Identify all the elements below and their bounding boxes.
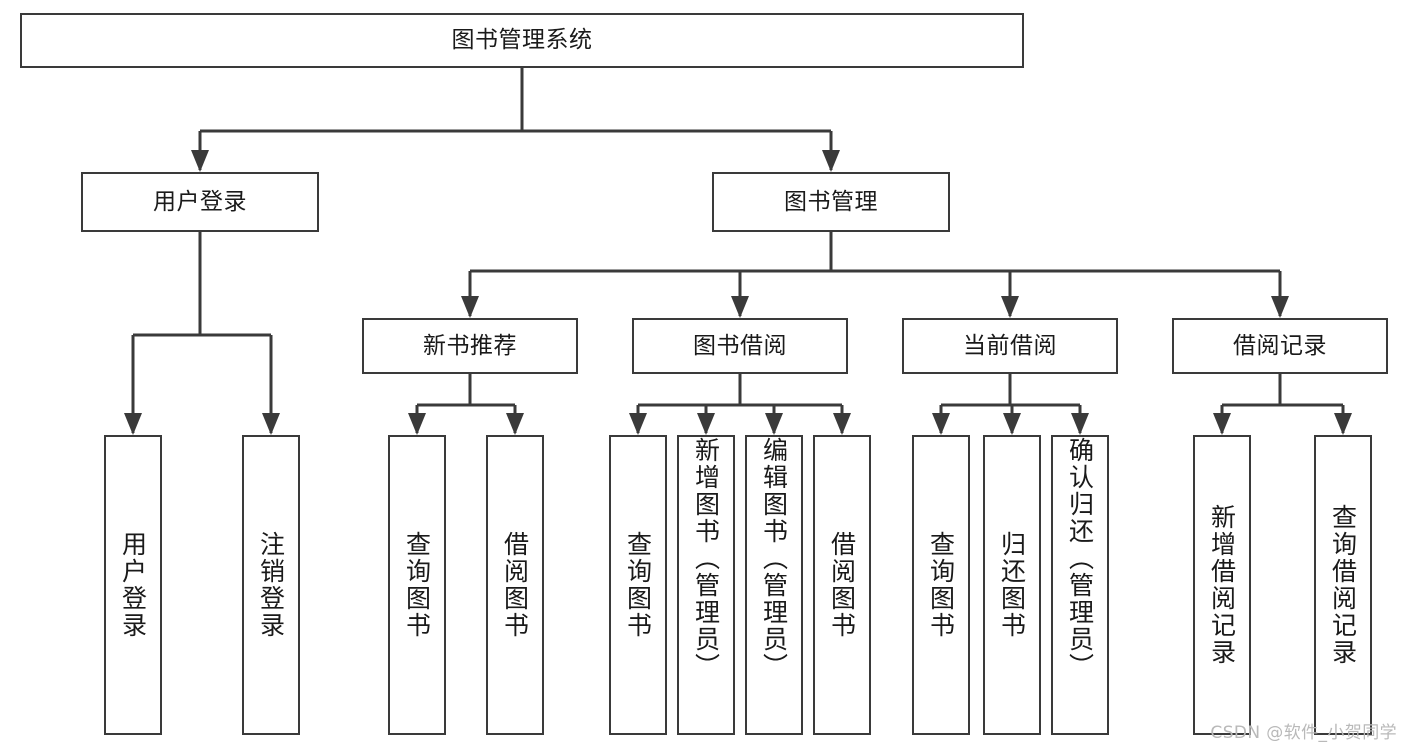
node-leaf-borrow-book-2[interactable]: 借阅图书 xyxy=(813,435,871,735)
node-leaf-add-borrow-record[interactable]: 新增借阅记录 xyxy=(1193,435,1251,735)
node-label-book-management: 图书管理 xyxy=(784,188,878,215)
node-label-leaf-borrow-book-1: 借阅图书 xyxy=(500,531,530,639)
node-label-leaf-add-book-admin: 新增图书（管理员） xyxy=(691,437,721,680)
node-label-leaf-user-login: 用户登录 xyxy=(118,531,148,639)
csdn-watermark: CSDN @软件_小贺同学 xyxy=(1210,723,1397,743)
node-label-user-login: 用户登录 xyxy=(153,188,247,215)
node-label-leaf-confirm-return-admin: 确认归还（管理员） xyxy=(1065,437,1095,680)
node-label-new-book-recommend: 新书推荐 xyxy=(423,332,517,359)
node-label-current-borrow: 当前借阅 xyxy=(963,332,1057,359)
node-leaf-query-book-2[interactable]: 查询图书 xyxy=(609,435,667,735)
node-book-management[interactable]: 图书管理 xyxy=(712,172,950,232)
node-leaf-return-book[interactable]: 归还图书 xyxy=(983,435,1041,735)
node-leaf-edit-book-admin[interactable]: 编辑图书（管理员） xyxy=(745,435,803,735)
node-label-leaf-user-logout: 注销登录 xyxy=(256,531,286,639)
node-label-leaf-query-book-3: 查询图书 xyxy=(926,531,956,639)
node-leaf-query-book-3[interactable]: 查询图书 xyxy=(912,435,970,735)
node-new-book-recommend[interactable]: 新书推荐 xyxy=(362,318,578,374)
node-label-leaf-return-book: 归还图书 xyxy=(997,531,1027,639)
node-label-root: 图书管理系统 xyxy=(451,27,593,54)
node-label-leaf-query-borrow-record: 查询借阅记录 xyxy=(1328,504,1358,666)
node-root[interactable]: 图书管理系统 xyxy=(20,13,1024,68)
node-label-leaf-borrow-book-2: 借阅图书 xyxy=(827,531,857,639)
node-label-borrow-record: 借阅记录 xyxy=(1233,332,1327,359)
node-label-leaf-edit-book-admin: 编辑图书（管理员） xyxy=(759,437,789,680)
node-leaf-add-book-admin[interactable]: 新增图书（管理员） xyxy=(677,435,735,735)
node-user-login[interactable]: 用户登录 xyxy=(81,172,319,232)
node-borrow-record[interactable]: 借阅记录 xyxy=(1172,318,1388,374)
node-leaf-user-login[interactable]: 用户登录 xyxy=(104,435,162,735)
node-leaf-user-logout[interactable]: 注销登录 xyxy=(242,435,300,735)
node-book-borrow[interactable]: 图书借阅 xyxy=(632,318,848,374)
node-leaf-borrow-book-1[interactable]: 借阅图书 xyxy=(486,435,544,735)
node-label-leaf-query-book-1: 查询图书 xyxy=(402,531,432,639)
node-leaf-query-book-1[interactable]: 查询图书 xyxy=(388,435,446,735)
node-leaf-query-borrow-record[interactable]: 查询借阅记录 xyxy=(1314,435,1372,735)
node-leaf-confirm-return-admin[interactable]: 确认归还（管理员） xyxy=(1051,435,1109,735)
node-label-leaf-query-book-2: 查询图书 xyxy=(623,531,653,639)
node-label-book-borrow: 图书借阅 xyxy=(693,332,787,359)
node-current-borrow[interactable]: 当前借阅 xyxy=(902,318,1118,374)
node-label-leaf-add-borrow-record: 新增借阅记录 xyxy=(1207,504,1237,666)
